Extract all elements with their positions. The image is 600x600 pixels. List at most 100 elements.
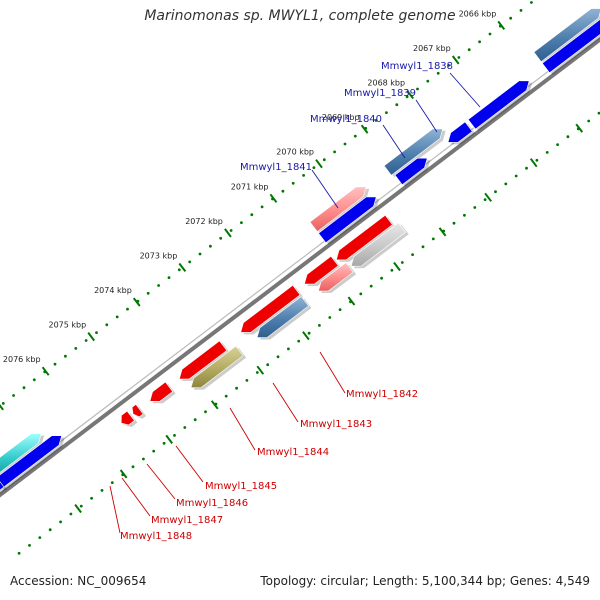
tick-dot <box>90 496 93 500</box>
tick-mark <box>0 403 4 411</box>
tick-dot <box>250 213 254 217</box>
tick-dot <box>447 64 450 67</box>
tick-dot <box>385 111 388 114</box>
gene-forward-1841[interactable] <box>309 186 370 234</box>
gene-reverse-red-d[interactable] <box>335 214 396 262</box>
tick-mark <box>165 434 173 444</box>
tick-dot <box>494 190 497 194</box>
tick-dot <box>369 284 373 288</box>
tick-dot <box>38 536 42 539</box>
tick-dot <box>69 512 73 516</box>
gene-reverse-1845[interactable] <box>190 345 247 390</box>
gene-forward-blue-5[interactable] <box>541 12 600 75</box>
tick-mark <box>529 158 538 168</box>
gene-1847-leader <box>121 477 151 517</box>
tick-mark <box>224 228 232 238</box>
tick-dot <box>545 151 549 154</box>
tick-dot <box>514 174 518 178</box>
tick-dot <box>411 253 414 256</box>
tick-dot <box>338 308 342 311</box>
tick-dot <box>504 182 508 186</box>
tick-dot <box>177 268 181 272</box>
tick-dot <box>229 229 233 232</box>
tick-dot <box>183 426 187 429</box>
tick-mark <box>119 469 128 479</box>
tick-dot <box>333 150 336 154</box>
tick-dot <box>395 103 399 107</box>
tick-mark <box>315 159 323 169</box>
tick-mark <box>41 366 50 376</box>
tick-mark <box>360 124 369 134</box>
gene-1848-label[interactable]: Mmwyl1_1848 <box>120 531 192 542</box>
tick-dot <box>328 316 332 319</box>
tick-mark <box>393 261 401 272</box>
tick-dot <box>28 544 31 547</box>
gene-1847-label[interactable]: Mmwyl1_1847 <box>151 515 223 526</box>
tick-dot <box>587 119 591 123</box>
gene-forward-1840[interactable] <box>383 128 446 178</box>
tick-dot <box>142 457 145 461</box>
tick-dot <box>173 434 176 437</box>
tick-dot <box>240 221 243 225</box>
gene-1843-label[interactable]: Mmwyl1_1843 <box>300 419 372 430</box>
gene-forward-blue-left[interactable] <box>0 477 7 495</box>
gene-1844-label[interactable]: Mmwyl1_1844 <box>257 447 329 458</box>
gene-reverse-1843[interactable] <box>317 262 357 293</box>
tick-dot <box>110 481 114 484</box>
tick-mark <box>484 192 492 202</box>
tick-dot <box>48 528 52 532</box>
tick-dot <box>291 181 295 185</box>
gene-forward-blue-3[interactable] <box>394 157 431 187</box>
tick-mark <box>575 123 584 133</box>
gene-1842-label[interactable]: Mmwyl1_1842 <box>346 389 418 400</box>
gene-forward-blue-4[interactable] <box>447 121 476 145</box>
tick-label: 2071 kbp <box>231 182 269 191</box>
tick-dot <box>359 292 363 296</box>
tick-dot <box>32 378 36 382</box>
gene-forward-blue-2[interactable] <box>318 196 380 245</box>
gene-reverse-red-c[interactable] <box>304 255 342 286</box>
tick-dot <box>426 79 430 83</box>
tick-mark <box>269 193 278 203</box>
gene-reverse-red-a[interactable] <box>178 340 230 381</box>
tick-dot <box>405 95 409 99</box>
tick-dot <box>193 418 197 422</box>
gene-reverse-1842[interactable] <box>350 222 409 269</box>
tick-dot <box>353 134 357 138</box>
gene-reverse-1844[interactable] <box>256 296 312 340</box>
gene-1844-leader <box>229 407 256 451</box>
tick-dot <box>473 206 477 209</box>
gene-1845-leader <box>175 445 204 483</box>
tick-dot <box>162 441 166 445</box>
tick-dot <box>79 504 83 508</box>
tick-dot <box>597 111 600 115</box>
gene-1838-leader <box>449 72 481 108</box>
gene-1841-label[interactable]: Mmwyl1_1841 <box>240 162 312 173</box>
gene-1846-label[interactable]: Mmwyl1_1846 <box>176 498 248 509</box>
tick-dot <box>131 465 135 469</box>
gene-reverse-1847[interactable] <box>131 403 147 419</box>
tick-dot <box>64 354 67 358</box>
genome-backbone-highlight <box>0 31 600 489</box>
gene-1838-label[interactable]: Mmwyl1_1838 <box>381 61 453 72</box>
gene-1845-label[interactable]: Mmwyl1_1845 <box>205 481 277 492</box>
tick-dot <box>478 40 481 44</box>
tick-dot <box>463 213 466 217</box>
tick-mark <box>347 296 356 306</box>
tick-dot <box>343 142 347 146</box>
gene-reverse-1848[interactable] <box>120 410 138 427</box>
gene-1840-label[interactable]: Mmwyl1_1840 <box>310 114 382 125</box>
tick-dot <box>255 371 259 374</box>
gene-reverse-1846[interactable] <box>149 381 176 404</box>
tick-dot <box>525 166 528 170</box>
gene-forward-1839[interactable] <box>467 80 533 132</box>
tick-dot <box>400 261 404 264</box>
tick-dot <box>198 252 202 256</box>
tick-label: 2069 kbp <box>322 113 360 122</box>
gene-1839-label[interactable]: Mmwyl1_1839 <box>344 88 416 99</box>
tick-dot <box>209 244 212 248</box>
gene-reverse-red-b[interactable] <box>240 284 304 335</box>
tick-dot <box>167 276 171 279</box>
tick-dot <box>483 198 487 202</box>
tick-dot <box>281 189 285 193</box>
